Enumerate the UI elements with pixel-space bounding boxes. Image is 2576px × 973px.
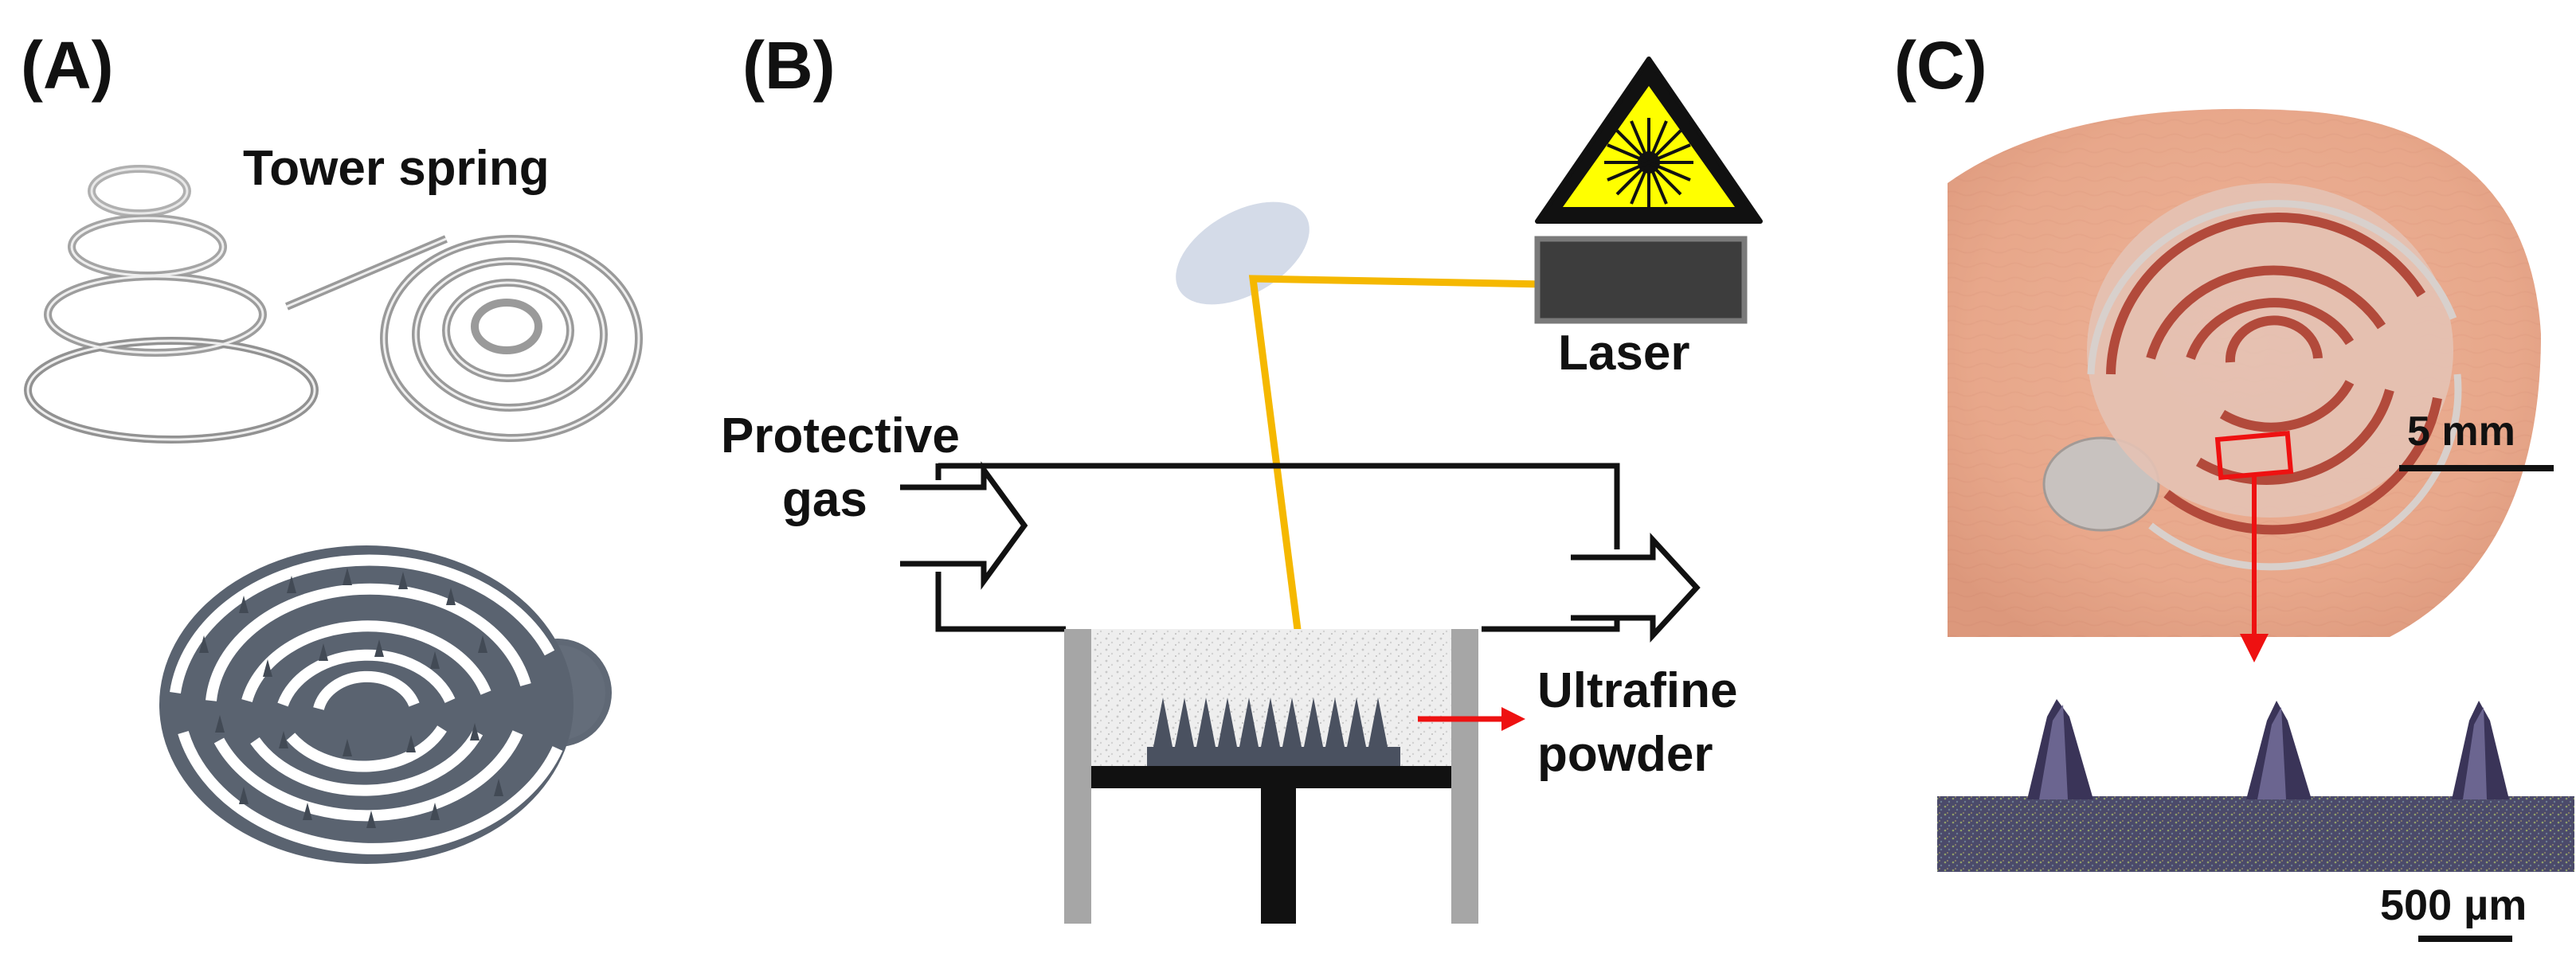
panel-c-label: (C) <box>1894 28 1987 103</box>
microneedle-side-view-photo <box>1937 699 2574 872</box>
panel-b-label: (B) <box>742 28 836 103</box>
gas-label-line2: gas <box>782 472 867 527</box>
printed-microneedles <box>1147 698 1400 766</box>
panel-a-label: (A) <box>21 28 114 103</box>
tower-spring-coil <box>24 165 319 444</box>
device-on-finger <box>2042 183 2462 571</box>
scale-label-bottom: 500 µm <box>2380 881 2527 929</box>
gas-label-line1: Protective <box>721 408 960 463</box>
microneedle-device-render <box>159 545 612 864</box>
gas-inlet-arrow <box>900 461 1028 590</box>
build-wall-right <box>1451 629 1478 924</box>
tower-spring-label: Tower spring <box>243 141 550 196</box>
scale-label-top: 5 mm <box>2407 408 2515 455</box>
scale-bar-top <box>2399 465 2554 471</box>
laser-beam <box>1248 275 1546 662</box>
powder-pointer-arrow <box>1418 707 1525 731</box>
gas-outlet-arrow <box>1571 533 1701 643</box>
powder-label-line2: powder <box>1537 727 1713 782</box>
build-wall-left <box>1064 629 1091 924</box>
platform-piston <box>1261 788 1296 924</box>
scale-bar-bottom <box>2418 936 2512 942</box>
zoom-region-box <box>2214 431 2294 480</box>
zoom-pointer-arrow <box>2240 476 2269 662</box>
laser-warning-icon <box>1535 57 1763 224</box>
mirror <box>1176 201 1310 305</box>
powder-label-line1: Ultrafine <box>1537 663 1738 718</box>
build-platform <box>1091 766 1451 788</box>
laser-source-box <box>1534 236 1748 324</box>
laser-label: Laser <box>1558 326 1690 381</box>
